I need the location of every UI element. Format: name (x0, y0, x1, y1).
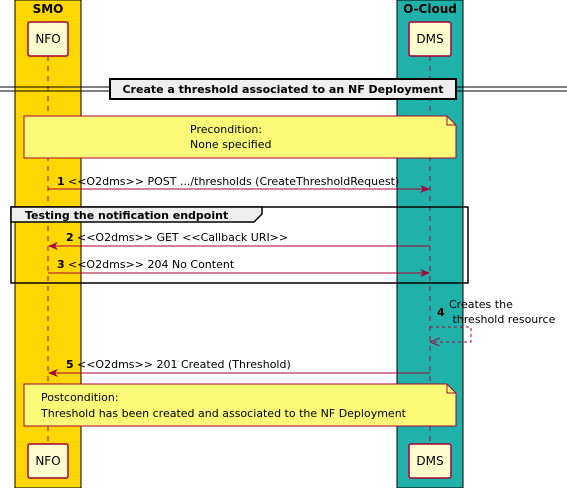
divider-label: Create a threshold associated to an NF D… (122, 83, 443, 96)
postcondition-line2: Threshold has been created and associate… (40, 407, 407, 420)
message-5-text: <<O2dms>> 201 Created (Threshold) (77, 358, 291, 371)
group-label: Testing the notification endpoint (25, 209, 228, 222)
message-3-text: <<O2dms>> 204 No Content (68, 258, 235, 271)
precondition-line1: Precondition: (190, 123, 262, 136)
message-1-text: <<O2dms>> POST .../thresholds (CreateThr… (68, 175, 399, 188)
nfo-participant-bottom-label: NFO (35, 454, 60, 468)
divider-label-box (109, 78, 457, 100)
dms-participant-bottom-label: DMS (416, 454, 443, 468)
postcondition-note (23, 383, 457, 427)
dms-participant-bottom (408, 443, 452, 479)
dms-participant-top (408, 21, 452, 57)
message-4-text-line1: Creates the (449, 298, 513, 311)
precondition-line2: None specified (190, 138, 271, 151)
message-2-text: <<O2dms>> GET <<Callback URI>> (77, 231, 288, 244)
nfo-participant-top (27, 21, 69, 57)
message-1-number: 1 (57, 175, 65, 188)
ocloud-box-title: O-Cloud (403, 2, 457, 16)
message-5-number: 5 (66, 358, 74, 371)
message-4-arrow (430, 326, 472, 342)
precondition-note (23, 115, 457, 159)
message-4-number: 4 (437, 306, 445, 319)
message-3-number: 3 (57, 258, 65, 271)
smo-box-title: SMO (33, 2, 64, 16)
postcondition-line1: Postcondition: (41, 391, 119, 404)
group-label-tab (10, 206, 263, 223)
nfo-participant-bottom (27, 443, 69, 479)
nfo-participant-top-label: NFO (35, 32, 60, 46)
message-2-number: 2 (66, 231, 74, 244)
dms-participant-top-label: DMS (416, 32, 443, 46)
message-4-text-line2: threshold resource (449, 313, 556, 326)
